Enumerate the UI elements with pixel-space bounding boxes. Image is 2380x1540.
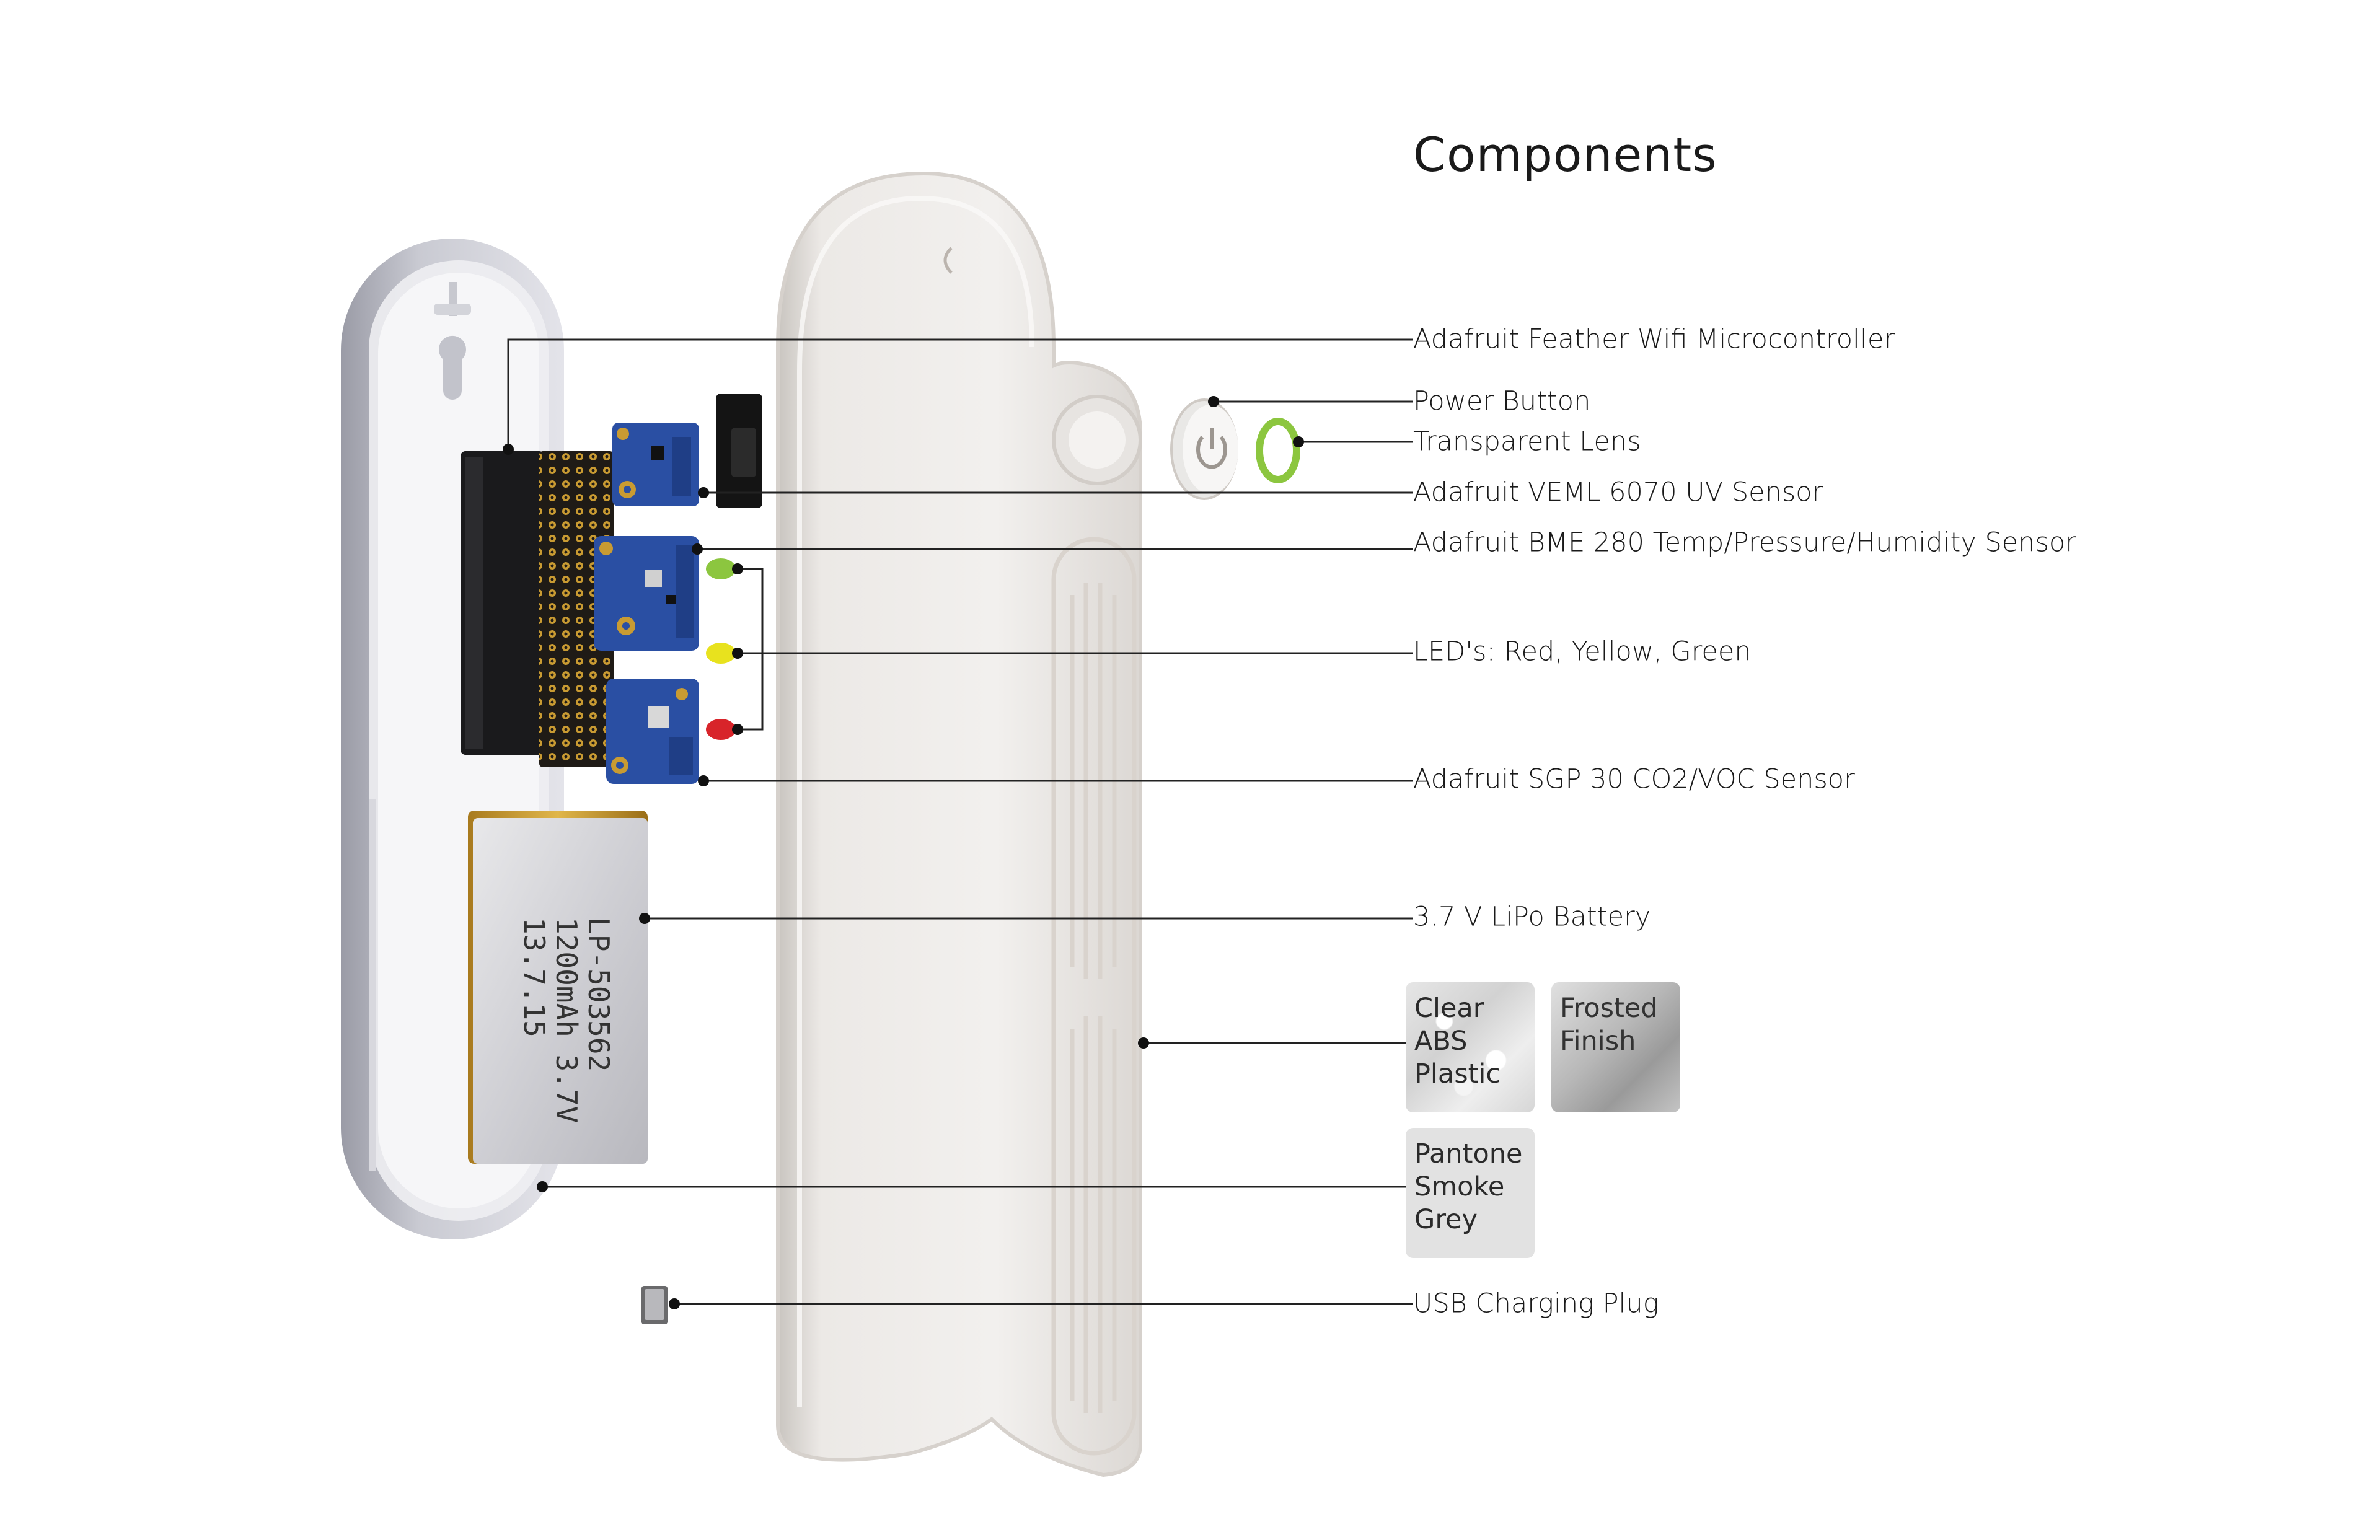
- label-transparent-lens: Transparent Lens: [1413, 426, 1641, 457]
- swatch-smoke-line-1: Pantone: [1414, 1138, 1523, 1169]
- label-sgp-sensor: Adafruit SGP 30 CO2/VOC Sensor: [1413, 763, 1855, 795]
- label-uv-sensor: Adafruit VEML 6070 UV Sensor: [1413, 477, 1823, 508]
- power-symbol-icon: [1196, 436, 1227, 469]
- front-shell: [776, 171, 1142, 1477]
- swatch-smoke-grey: Pantone Smoke Grey: [1406, 1128, 1535, 1258]
- led-yellow: [706, 643, 736, 664]
- leader-lines: [507, 338, 1413, 1305]
- bme280-sensor-board: [594, 536, 699, 651]
- led-green: [706, 558, 736, 579]
- proto-board: [539, 451, 614, 767]
- battery-date-text: 13.7.15: [518, 917, 551, 1037]
- tactile-switch: [716, 394, 762, 508]
- usb-plug: [641, 1286, 668, 1324]
- label-bme-sensor: Adafruit BME 280 Temp/Pressure/Humidity …: [1413, 527, 2076, 558]
- label-power-button: Power Button: [1413, 385, 1591, 417]
- swatch-clear-line-2: ABS: [1414, 1026, 1468, 1057]
- label-microcontroller: Adafruit Feather Wifi Microcontroller: [1413, 323, 1895, 355]
- swatch-smoke-line-2: Smoke: [1414, 1171, 1505, 1202]
- power-button-cap: [1170, 398, 1238, 500]
- label-usb-plug: USB Charging Plug: [1413, 1288, 1659, 1319]
- transparent-lens: [1256, 418, 1300, 483]
- lipo-battery: − +: [468, 811, 648, 1164]
- swatch-clear-line-1: Clear: [1414, 993, 1484, 1024]
- leader-dots: [503, 396, 1304, 1309]
- microcontroller-module: [461, 451, 544, 755]
- swatch-clear-abs: Clear ABS Plastic: [1406, 982, 1535, 1112]
- battery-capacity-text: 1200mAh 3.7V: [550, 917, 583, 1123]
- led-red: [706, 719, 736, 740]
- label-leds: LED's: Red, Yellow, Green: [1413, 636, 1752, 667]
- swatch-frosted-line-1: Frosted: [1560, 993, 1658, 1024]
- sgp30-sensor-board: [606, 679, 699, 784]
- swatch-clear-line-3: Plastic: [1414, 1058, 1501, 1089]
- swatch-frosted-finish: Frosted Finish: [1551, 982, 1680, 1112]
- battery-model-text: LP-503562: [582, 917, 615, 1071]
- swatch-smoke-line-3: Grey: [1414, 1204, 1478, 1235]
- swatch-frosted-line-2: Finish: [1560, 1026, 1636, 1057]
- uv-sensor-board: [612, 423, 699, 506]
- diagram-title: Components: [1413, 127, 1717, 182]
- label-battery: 3.7 V LiPo Battery: [1413, 901, 1651, 933]
